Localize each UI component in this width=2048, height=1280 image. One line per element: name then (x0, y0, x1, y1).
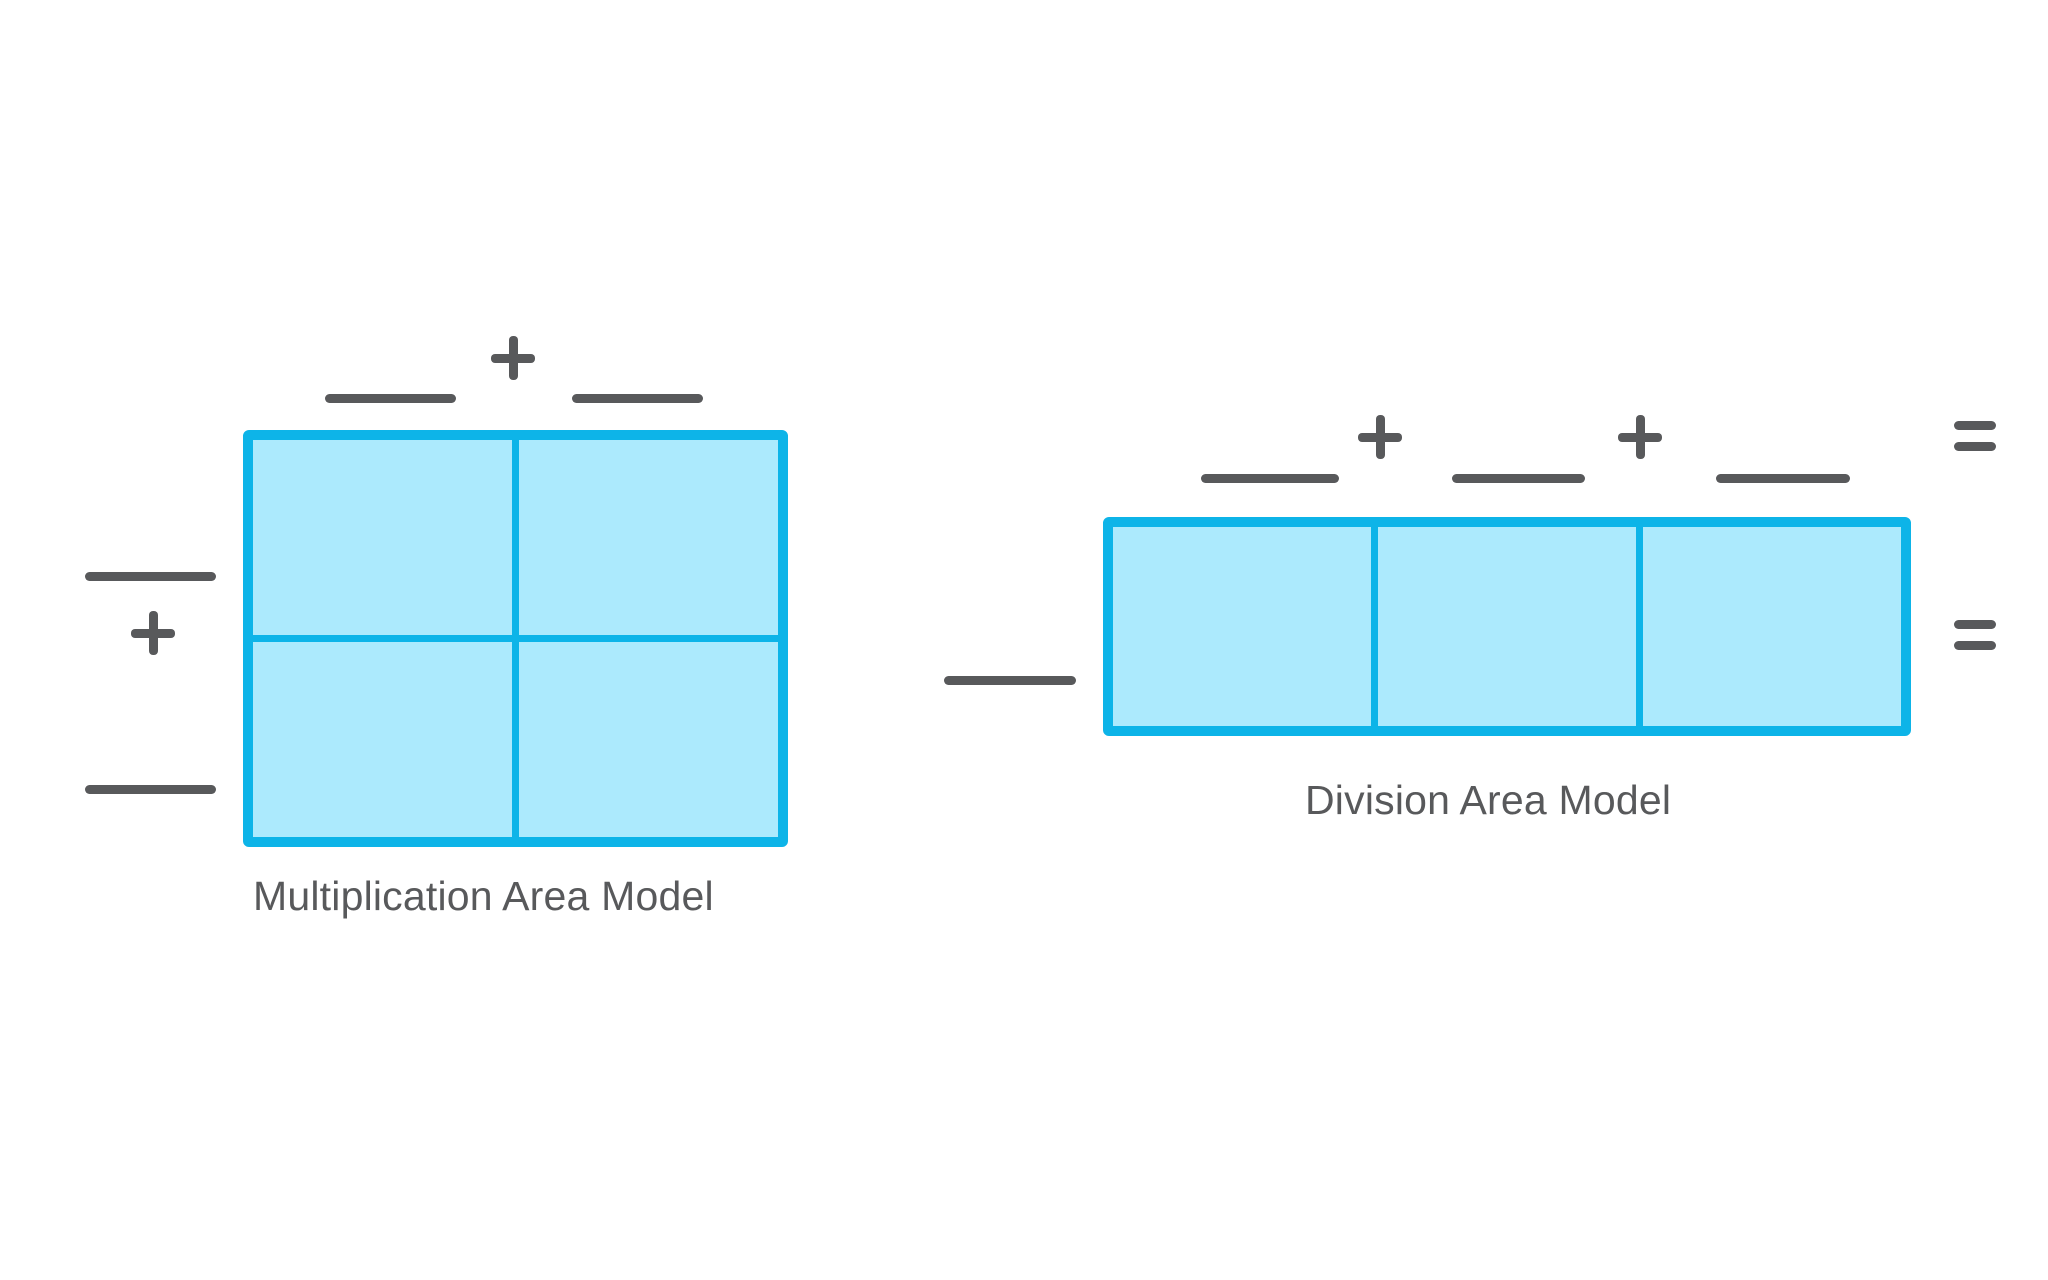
mult-top-plus-icon (491, 336, 535, 380)
mult-left-blank-1[interactable] (85, 572, 216, 581)
division-area-grid (1103, 517, 1911, 736)
div-equals-middle-icon (1954, 620, 1996, 650)
mult-left-blank-2[interactable] (85, 785, 216, 794)
div-top-plus-1-icon (1358, 415, 1402, 459)
mult-cell-bottom-right[interactable] (519, 642, 778, 837)
multiplication-model-caption: Multiplication Area Model (253, 873, 714, 919)
div-cell-3[interactable] (1643, 527, 1901, 726)
div-equals-top-icon (1954, 421, 1996, 451)
div-left-blank-1[interactable] (944, 676, 1076, 685)
div-top-plus-2-icon (1618, 415, 1662, 459)
mult-left-plus-icon (131, 611, 175, 655)
div-top-blank-2[interactable] (1452, 474, 1585, 483)
mult-top-blank-2[interactable] (572, 394, 703, 403)
div-top-blank-1[interactable] (1201, 474, 1339, 483)
mult-cell-top-left[interactable] (253, 440, 512, 635)
div-cell-2[interactable] (1378, 527, 1636, 726)
div-cell-1[interactable] (1113, 527, 1371, 726)
multiplication-area-grid (243, 430, 788, 847)
div-top-blank-3[interactable] (1716, 474, 1850, 483)
mult-cell-bottom-left[interactable] (253, 642, 512, 837)
mult-top-blank-1[interactable] (325, 394, 456, 403)
mult-cell-top-right[interactable] (519, 440, 778, 635)
division-model-caption: Division Area Model (1305, 777, 1672, 823)
